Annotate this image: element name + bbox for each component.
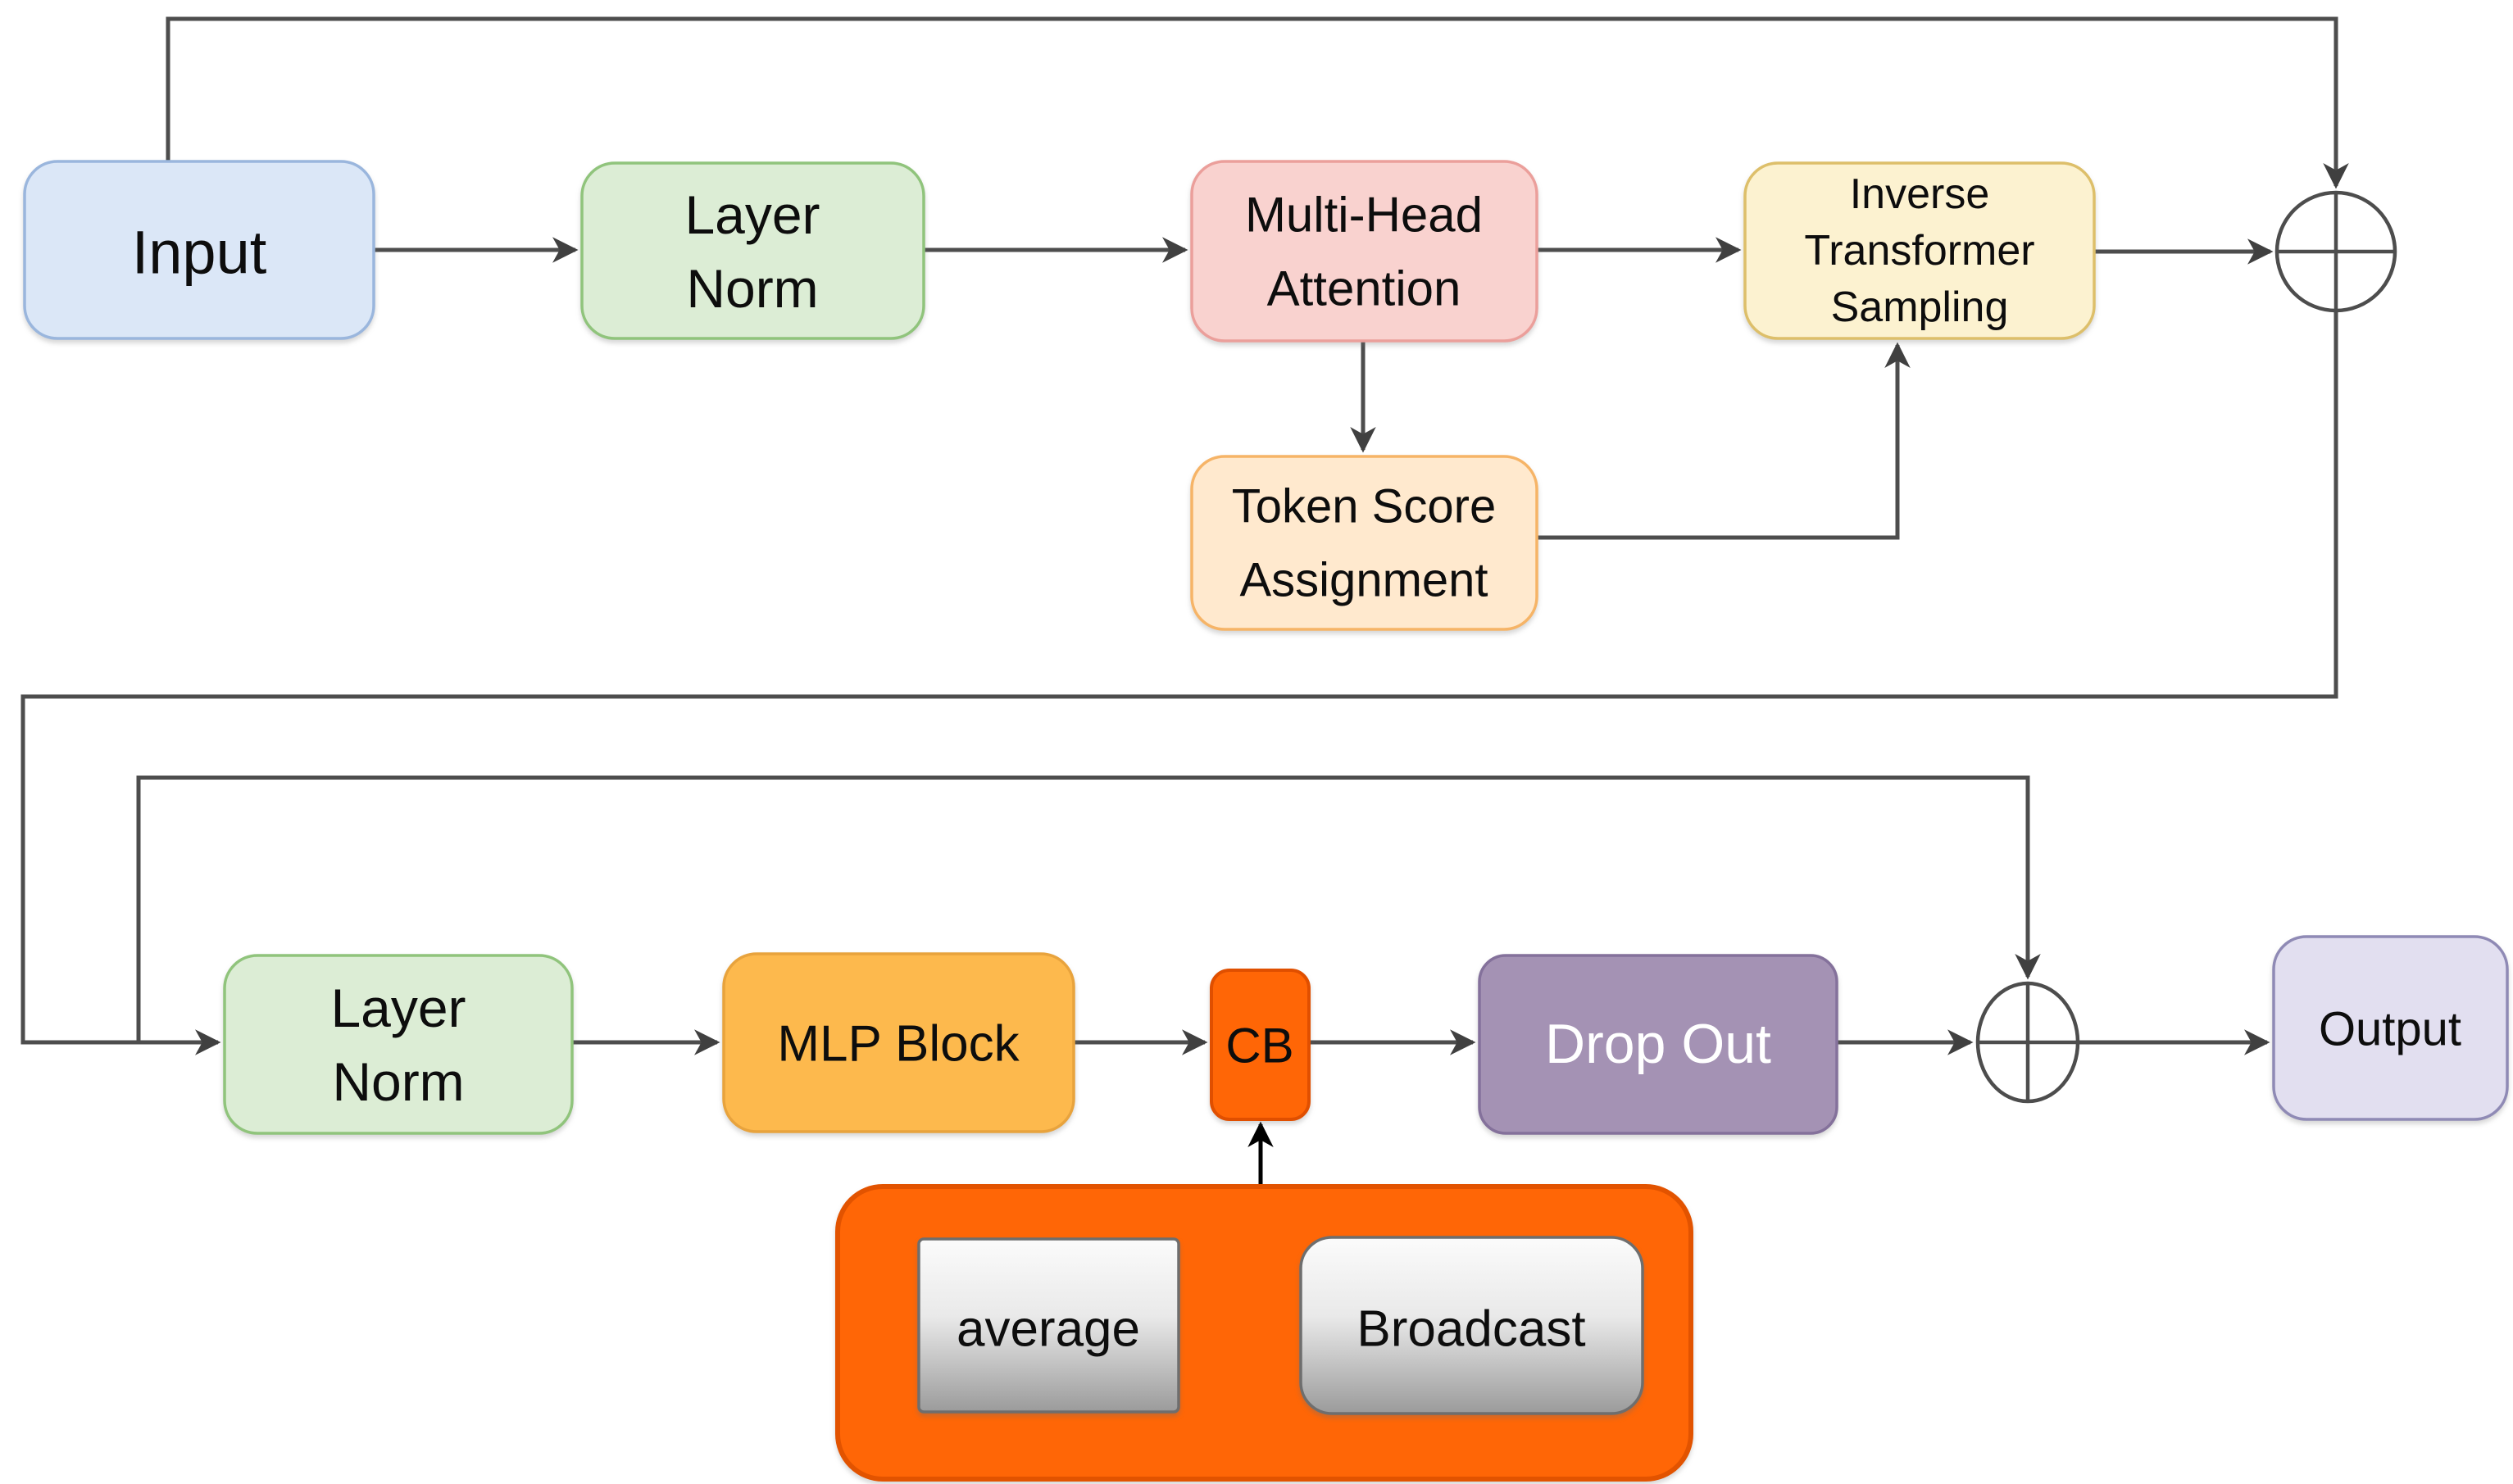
skip-connection-input-to-add1	[166, 16, 2349, 189]
cb-box	[1210, 969, 1311, 1121]
node-output: Output	[2272, 935, 2509, 1121]
token-score-label-line1: Token Score	[1232, 480, 1496, 533]
node-multi-head-attention: Multi-Head Attention	[1190, 160, 1538, 343]
sampling-label-line3: Sampling	[1831, 284, 2009, 331]
output-label: Output	[2319, 1003, 2461, 1056]
skip-connection-to-add2	[136, 775, 2041, 1042]
attention-label-line1: Multi-Head	[1245, 188, 1483, 243]
broadcast-label: Broadcast	[1356, 1301, 1585, 1358]
cb-module-container: average Broadcast	[835, 1184, 1693, 1482]
multi-head-attention-box	[1190, 160, 1538, 343]
line-add1-to-layernorm2	[20, 311, 2338, 1055]
sampling-label-line2: Transformer	[1804, 227, 2034, 275]
input-label: Input	[132, 219, 267, 287]
node-drop-out: Drop Out	[1478, 954, 1838, 1135]
drop-out-box	[1478, 954, 1838, 1135]
node-layer-norm-1: Layer Norm	[580, 161, 925, 340]
mlp-block-label: MLP Block	[777, 1016, 1020, 1073]
node-layer-norm-2: Layer Norm	[223, 954, 574, 1135]
token-score-assignment-box	[1190, 455, 1538, 631]
average-label: average	[957, 1301, 1140, 1358]
plus-circle-icon	[2274, 190, 2397, 313]
layer-norm-2-label-line1: Layer	[330, 978, 466, 1038]
drop-out-label: Drop Out	[1545, 1013, 1771, 1075]
layer-norm-1-box	[580, 161, 925, 340]
layer-norm-1-label-line1: Layer	[684, 184, 820, 245]
node-inverse-transformer-sampling: Inverse Transformer Sampling	[1743, 161, 2096, 340]
output-box	[2272, 935, 2509, 1121]
node-token-score-assignment: Token Score Assignment	[1190, 455, 1538, 631]
cb-label: CB	[1225, 1019, 1293, 1073]
node-cb: CB	[1210, 969, 1311, 1121]
average-box	[917, 1237, 1180, 1414]
token-score-label-line2: Assignment	[1239, 554, 1488, 607]
sampling-label-line1: Inverse	[1850, 170, 1990, 218]
node-mlp-block: MLP Block	[722, 952, 1075, 1133]
attention-label-line2: Attention	[1267, 261, 1461, 316]
node-input: Input	[23, 160, 375, 340]
plus-circle-icon	[1975, 981, 2080, 1104]
inverse-transformer-sampling-box	[1743, 161, 2096, 340]
arrow-tokenscore-to-sampling	[1537, 342, 1911, 540]
layer-norm-1-label-line2: Norm	[686, 258, 818, 319]
layer-norm-2-label-line2: Norm	[332, 1051, 464, 1112]
input-box	[23, 160, 375, 340]
mlp-block-box	[722, 952, 1075, 1133]
layer-norm-2-box	[223, 954, 574, 1135]
connectors	[20, 16, 2349, 1338]
broadcast-box	[1299, 1236, 1644, 1415]
